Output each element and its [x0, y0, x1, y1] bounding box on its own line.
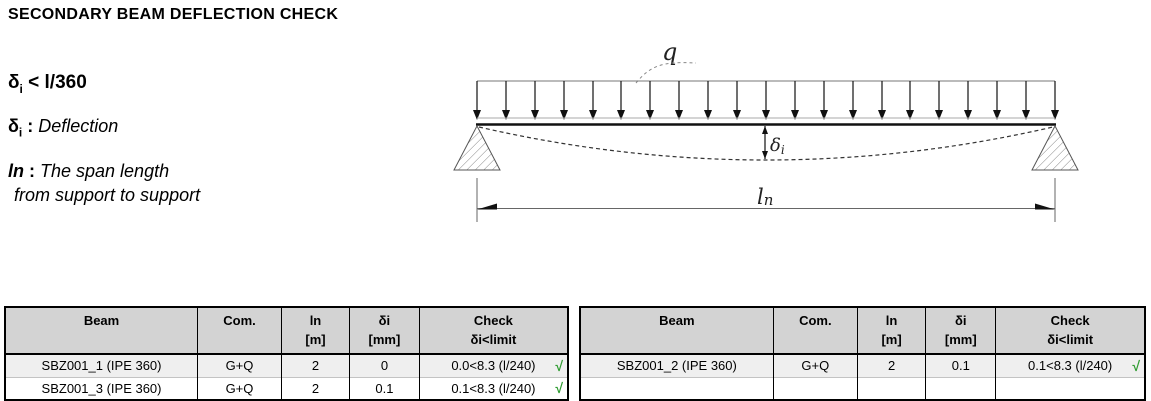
delta-symbol: δ — [8, 116, 19, 136]
col-header-di: δi[mm] — [925, 307, 997, 355]
table-row: SBZ001_2 (IPE 360) G+Q 2 0.1 0.1<8.3 (l/… — [579, 354, 1146, 377]
deflection-label: δi — [770, 135, 785, 157]
check-result: 0.0<8.3 (l/240) — [451, 358, 536, 374]
deflection-definition: δi : Deflection — [8, 116, 118, 140]
col-header-ln: ln[m] — [280, 307, 351, 355]
beam-cell: SBZ001_3 (IPE 360) — [4, 376, 199, 400]
distributed-load — [472, 80, 1060, 121]
delta-subscript: i — [18, 125, 23, 140]
beam-cell: SBZ001_2 (IPE 360) — [579, 354, 774, 377]
deflection-curve — [478, 126, 1054, 161]
deflection-definition-text: Deflection — [38, 116, 119, 136]
check-result: 0.1<8.3 (l/240) — [1028, 358, 1113, 374]
table-row-empty — [579, 376, 1146, 400]
col-header-com: Com. — [197, 307, 282, 355]
ln-cell: 2 — [280, 354, 351, 377]
span-dimension: ln — [476, 178, 1056, 222]
beam-cell: SBZ001_1 (IPE 360) — [4, 354, 199, 377]
page-title: SECONDARY BEAM DEFLECTION CHECK — [8, 6, 339, 23]
col-header-beam: Beam — [579, 307, 774, 355]
beam-cell — [579, 376, 774, 400]
di-cell: 0.1 — [925, 354, 997, 377]
table-row: SBZ001_1 (IPE 360) G+Q 2 0 0.0<8.3 (l/24… — [4, 354, 569, 377]
load-label: q — [662, 38, 677, 66]
com-cell: G+Q — [197, 376, 282, 400]
pass-check-icon: √ — [555, 380, 563, 397]
check-cell: 0.0<8.3 (l/240) √ — [418, 354, 569, 377]
ln-symbol: ln — [8, 161, 24, 181]
check-cell — [995, 376, 1146, 400]
span-definition-line1: The span length — [40, 161, 170, 181]
beam-line — [476, 117, 1056, 126]
col-header-ln: ln[m] — [856, 307, 927, 355]
check-cell: 0.1<8.3 (l/240) √ — [418, 376, 569, 400]
ln-cell: 2 — [280, 376, 351, 400]
check-cell: 0.1<8.3 (l/240) √ — [995, 354, 1146, 377]
span-definition-line2: from support to support — [14, 185, 201, 205]
deflection-criterion-formula: δi < l/360 — [8, 72, 87, 96]
pass-check-icon: √ — [1132, 357, 1140, 374]
di-cell: 0 — [349, 354, 420, 377]
span-definition: ln : The span length from support to sup… — [8, 159, 200, 207]
col-header-beam: Beam — [4, 307, 199, 355]
deflection-dimension: δi — [762, 126, 785, 159]
pass-check-icon: √ — [555, 357, 563, 374]
com-cell — [772, 376, 858, 400]
com-cell: G+Q — [197, 354, 282, 377]
separator: : — [22, 116, 39, 136]
beam-diagram: q δi — [453, 38, 1079, 222]
table-row: SBZ001_3 (IPE 360) G+Q 2 0.1 0.1<8.3 (l/… — [4, 376, 569, 400]
right-support-icon — [1031, 124, 1079, 171]
di-cell — [925, 376, 997, 400]
com-cell: G+Q — [772, 354, 858, 377]
separator: : — [24, 161, 40, 181]
ln-cell: 2 — [856, 354, 927, 377]
col-header-di: δi[mm] — [349, 307, 420, 355]
check-result: 0.1<8.3 (l/240) — [451, 380, 536, 396]
span-label: ln — [757, 185, 773, 209]
col-header-com: Com. — [772, 307, 858, 355]
delta-subscript: i — [19, 81, 23, 96]
ln-cell — [856, 376, 927, 400]
criterion-limit: < l/360 — [22, 72, 87, 93]
delta-symbol: δ — [8, 72, 20, 93]
di-cell: 0.1 — [349, 376, 420, 400]
left-support-icon — [453, 124, 501, 171]
